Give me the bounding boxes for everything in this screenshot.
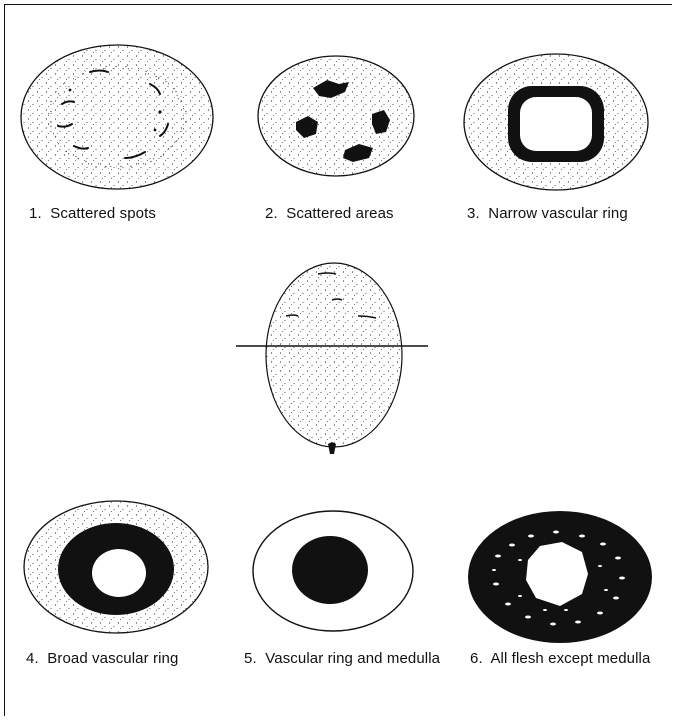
caption-broad-ring: 4. Broad vascular ring [26,650,178,667]
caption-number: 1. [29,205,42,222]
caption-ring-and-medulla: 5. Vascular ring and medulla [244,650,440,667]
caption-number: 3. [467,205,480,222]
tuber-section-broad-ring [24,501,208,633]
caption-all-flesh-except-medulla: 6. All flesh except medulla [470,650,650,667]
whole-tuber-illustration [236,263,428,454]
caption-scattered-areas: 2. Scattered areas [265,205,394,222]
caption-number: 2. [265,205,278,222]
caption-scattered-spots: 1. Scattered spots [29,205,156,222]
caption-narrow-ring: 3. Narrow vascular ring [467,205,628,222]
tuber-section-scattered-spots [21,45,213,189]
caption-label: All flesh except medulla [490,650,650,667]
caption-number: 6. [470,650,483,667]
caption-number: 4. [26,650,39,667]
caption-label: Vascular ring and medulla [265,650,440,667]
caption-label: Narrow vascular ring [488,205,628,222]
caption-label: Scattered areas [286,205,393,222]
tuber-section-narrow-ring [464,54,648,190]
caption-label: Scattered spots [50,205,156,222]
caption-label: Broad vascular ring [47,650,178,667]
caption-number: 5. [244,650,257,667]
tuber-section-ring-and-medulla [253,511,413,631]
tuber-section-scattered-areas [258,56,414,176]
tuber-section-all-flesh-except-medulla [468,511,652,643]
